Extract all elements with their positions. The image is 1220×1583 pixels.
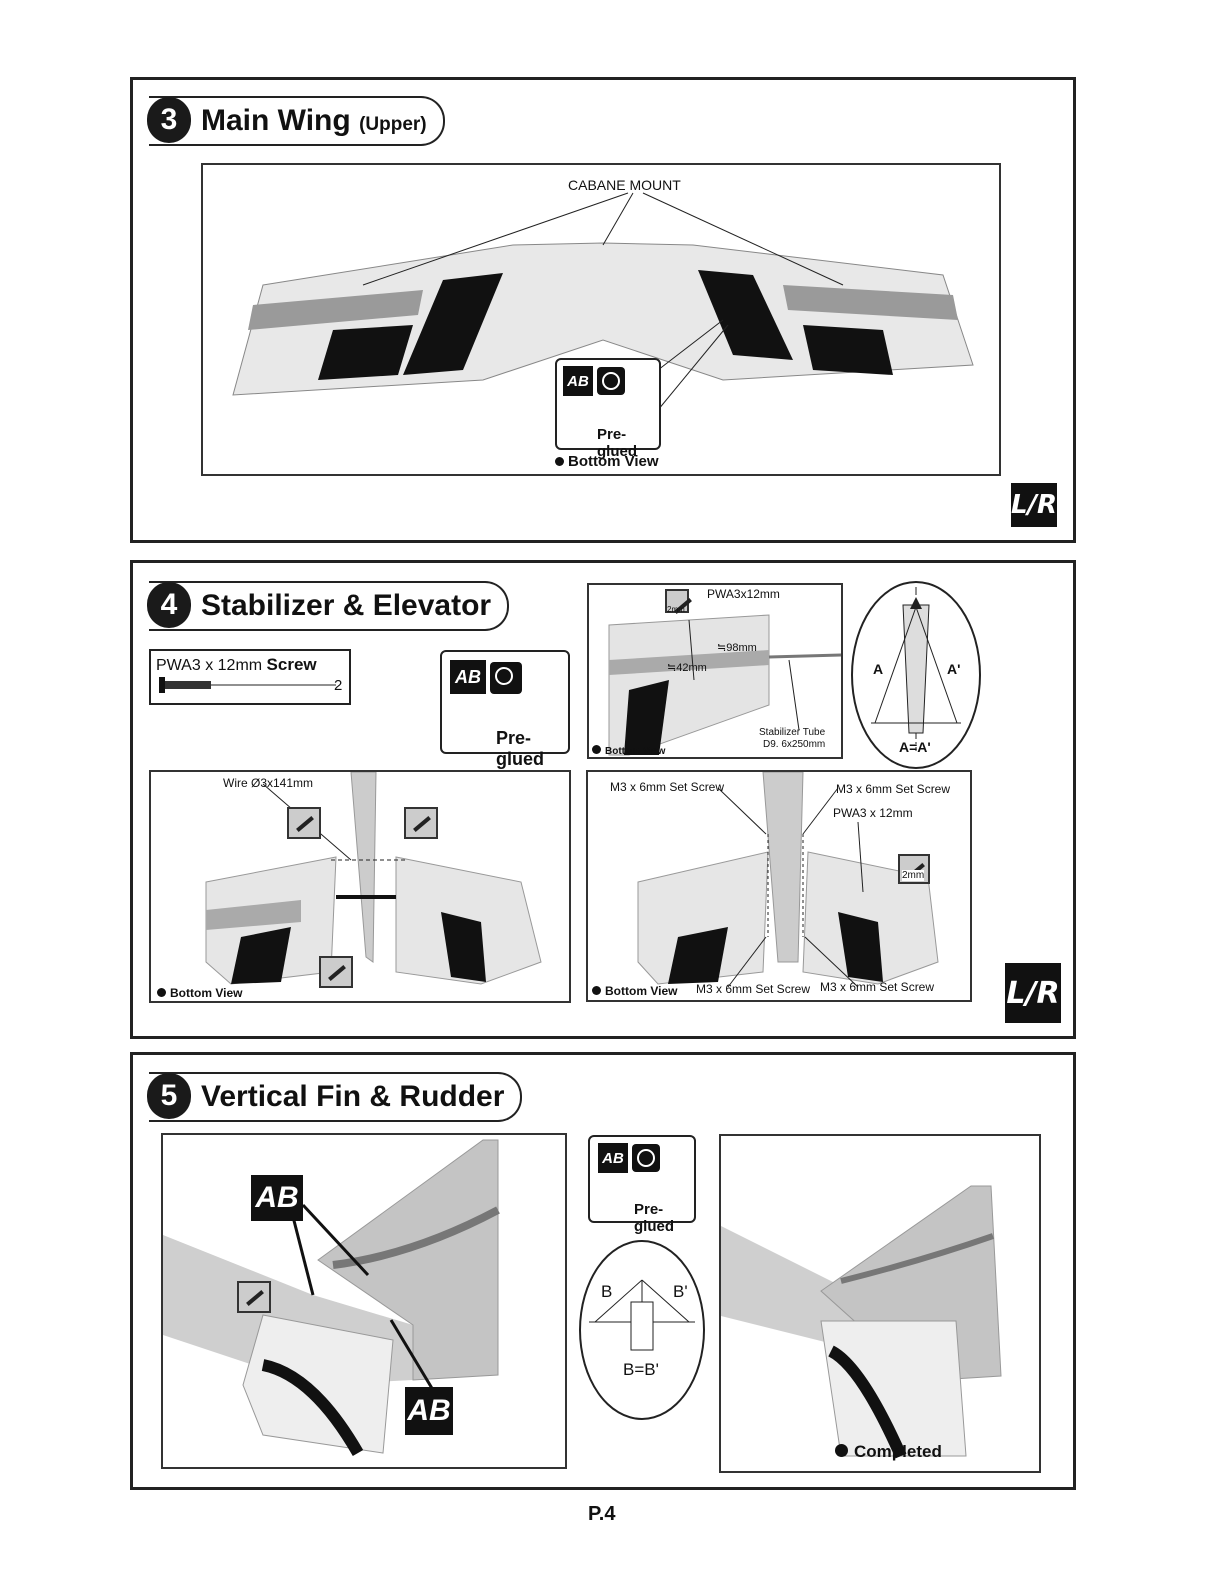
step-number: 3 xyxy=(147,97,191,143)
ca-glue-icon xyxy=(237,1281,271,1313)
dimension-98mm: ≒98mm xyxy=(717,642,757,654)
section-title-stabilizer: 4 Stabilizer & Elevator xyxy=(147,581,510,631)
preglued-label: Pre-glued xyxy=(496,728,544,769)
screw-word: Screw xyxy=(266,655,317,674)
ab-glue-icon: AB xyxy=(598,1143,628,1173)
pwa-screw-label: PWA3x12mm xyxy=(707,587,780,601)
hinge-icon xyxy=(597,367,625,395)
elevator-wire-photo: Wire Ø3x141mm Bottom View xyxy=(149,770,571,1003)
alignment-diagram xyxy=(589,1279,695,1351)
left-right-badge: L/R xyxy=(1011,483,1057,527)
section-subtitle: (Upper) xyxy=(359,114,427,135)
stabilizer-tube-label: Stabilizer Tube xyxy=(759,727,826,738)
alignment-oval-b: B B' B=B' xyxy=(579,1240,705,1420)
drill-depth-label: 2mm xyxy=(667,605,685,614)
stabilizer-illustration xyxy=(608,614,841,756)
fin-illustration xyxy=(163,1139,500,1456)
wire-label: Wire Ø3x141mm xyxy=(223,776,314,790)
left-right-badge: L/R xyxy=(1005,963,1061,1023)
drill-depth-icon xyxy=(665,589,689,613)
ca-glue-icon xyxy=(319,956,353,988)
page-number: P.4 xyxy=(588,1503,616,1525)
alignment-oval-a: A A' A=A' xyxy=(851,581,981,769)
preglued-callout: AB Pre-glued xyxy=(440,650,570,769)
ca-glue-icon xyxy=(404,807,438,839)
completed-label: Completed xyxy=(835,1442,942,1462)
set-screw-label: M3 x 6mm Set Screw xyxy=(610,780,725,794)
label-a-prime: A' xyxy=(947,661,961,677)
section-title: Main Wing xyxy=(201,104,351,137)
section-title: Stabilizer & Elevator xyxy=(201,589,492,622)
screw-quantity: 2 xyxy=(334,677,343,694)
pwa-screw-label: PWA3 x 12mm xyxy=(833,806,913,820)
step-number: 4 xyxy=(147,582,191,628)
label-b-prime: B' xyxy=(673,1282,688,1301)
stabilizer-tube-photo: 2mm PWA3x12mm ≒98mm ≒42mm Stabilizer Tub… xyxy=(587,583,843,759)
ca-glue-icon xyxy=(287,807,321,839)
bottom-view-label: Bottom View xyxy=(555,453,659,470)
label-a: A xyxy=(873,661,884,677)
section-main-wing: 3 Main Wing (Upper) CABANE MOUNT AB xyxy=(130,77,1076,543)
main-wing-photo: CABANE MOUNT AB Pre-glued Bottom View xyxy=(201,163,1001,476)
ab-glue-icon: AB xyxy=(450,660,486,694)
set-screw-label: M3 x 6mm Set Screw xyxy=(820,980,935,994)
bottom-view-label: Bottom View xyxy=(157,986,242,1000)
ab-glue-icon: AB xyxy=(405,1387,453,1435)
preglued-label: Pre-glued xyxy=(634,1201,674,1235)
alignment-diagram xyxy=(871,587,961,751)
wing-illustration xyxy=(232,192,974,411)
screw-icon xyxy=(159,677,336,693)
elevator-illustration xyxy=(205,772,542,985)
ab-glue-icon: AB xyxy=(251,1175,303,1221)
step-number: 5 xyxy=(147,1073,191,1119)
ab-glue-icon: AB xyxy=(563,366,593,396)
completed-photo: Completed xyxy=(719,1134,1041,1473)
section-title-main-wing: 3 Main Wing (Upper) xyxy=(147,96,445,146)
fin-rudder-photo: AB AB xyxy=(161,1133,567,1469)
fuselage-illustration xyxy=(637,772,939,988)
screw-size: PWA3 x 12mm xyxy=(156,657,263,674)
bottom-view-label: Bottom View xyxy=(592,984,677,998)
dimension-42mm: ≒42mm xyxy=(667,662,707,674)
section-title: Vertical Fin & Rudder xyxy=(201,1080,505,1113)
preglued-callout: AB Pre-glued xyxy=(555,358,661,460)
stabilizer-tube-size: D9. 6x250mm xyxy=(763,739,826,750)
section-title-vertical-fin: 5 Vertical Fin & Rudder xyxy=(147,1072,523,1122)
bottom-view-label: Bottom View xyxy=(592,745,665,757)
label-b: B xyxy=(601,1282,613,1301)
completed-illustration xyxy=(721,1185,1002,1459)
section-stabilizer: 4 Stabilizer & Elevator PWA3 x 12mm Scre… xyxy=(130,560,1076,1039)
cabane-mount-label: CABANE MOUNT xyxy=(568,177,681,193)
hinge-icon xyxy=(632,1144,660,1172)
hinge-icon xyxy=(490,662,522,694)
preglued-callout: AB Pre-glued xyxy=(588,1135,696,1235)
set-screw-label: M3 x 6mm Set Screw xyxy=(836,782,951,796)
drill-depth-label: 2mm xyxy=(902,870,925,881)
set-screw-label: M3 x 6mm Set Screw xyxy=(696,982,811,996)
set-screw-photo: M3 x 6mm Set Screw M3 x 6mm Set Screw PW… xyxy=(586,770,972,1002)
screw-parts-box: PWA3 x 12mm Screw 2 xyxy=(149,649,351,705)
label-b-equals: B=B' xyxy=(623,1360,659,1379)
label-a-equals: A=A' xyxy=(899,739,931,755)
section-vertical-fin: 5 Vertical Fin & Rudder AB AB AB Pre-glu… xyxy=(130,1052,1076,1490)
